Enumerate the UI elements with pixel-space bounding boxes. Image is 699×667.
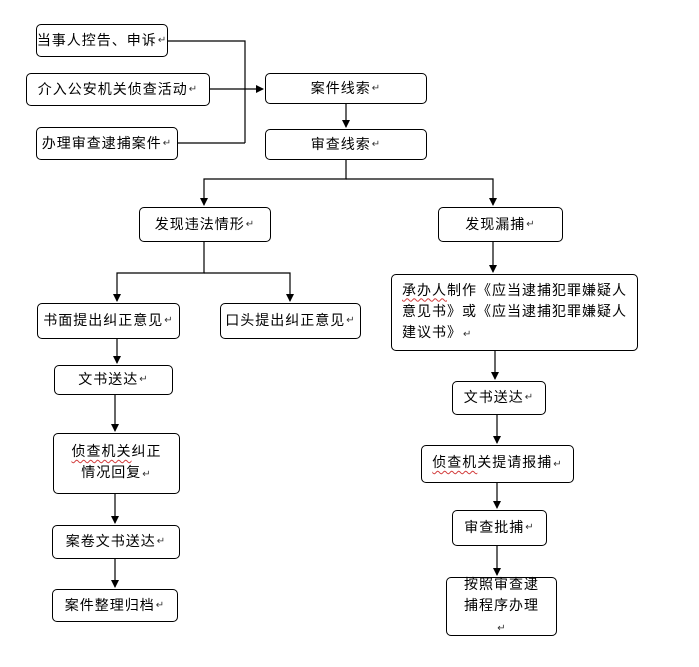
paragraph-mark: ↵ — [162, 137, 173, 149]
node-review-clue: 审查线索↵ — [265, 129, 427, 160]
paragraph-mark: ↵ — [164, 315, 174, 326]
node-doc-delivery-right: 文书送达↵ — [452, 381, 546, 415]
node-intervene-label: 介入公安机关侦查活动 — [37, 81, 188, 98]
paragraph-mark: ↵ — [497, 622, 507, 634]
paragraph-mark: ↵ — [156, 536, 167, 547]
paragraph-mark: ↵ — [553, 459, 563, 470]
connector-review-split — [200, 160, 347, 206]
connector-review-to-omission — [346, 178, 497, 206]
node-review-clue-label: 审查线索 — [310, 136, 371, 153]
node-oral-opinion: 口头提出纠正意见↵ — [220, 303, 361, 339]
node-written-opinion-label: 书面提出纠正意见 — [43, 313, 164, 329]
paragraph-mark: ↵ — [245, 218, 256, 230]
node-intervene: 介入公安机关侦查活动↵ — [26, 73, 210, 106]
paragraph-mark: ↵ — [525, 522, 535, 533]
node-file-delivery: 案卷文书送达↵ — [52, 525, 180, 559]
node-make-document-suffix: 制作《应当逮捕犯罪嫌疑人意见书》或《应当逮捕犯罪嫌疑人建议书》 — [402, 282, 627, 341]
node-reply-suffix: 纠正情况回复 — [81, 444, 162, 481]
node-doc-delivery-left: 文书送达↵ — [54, 365, 173, 395]
node-handle-case: 办理审查逮捕案件↵ — [36, 127, 178, 160]
node-found-omission-label: 发现漏捕 — [465, 216, 526, 233]
node-case-clue: 案件线索↵ — [265, 73, 427, 104]
paragraph-mark: ↵ — [463, 328, 473, 340]
node-case-clue-label: 案件线索 — [310, 80, 371, 97]
node-request-arrest: 侦查机关提请报捕↵ — [421, 445, 574, 483]
paragraph-mark: ↵ — [526, 218, 536, 230]
node-review-approve-label: 审查批捕 — [464, 520, 525, 536]
node-written-opinion: 书面提出纠正意见↵ — [37, 303, 180, 339]
paragraph-mark: ↵ — [188, 83, 199, 95]
node-follow-procedure-text: 按照审查逮捕程序办理 ↵ — [459, 575, 544, 639]
node-doc-delivery-left-label: 文书送达 — [78, 372, 139, 388]
node-archive-label: 案件整理归档 — [64, 597, 155, 614]
connector-violation-to-oral — [204, 272, 294, 302]
node-follow-procedure-label: 按照审查逮捕程序办理 — [464, 576, 539, 614]
node-reply-prefix: 侦查机关 — [71, 444, 132, 460]
paragraph-mark: ↵ — [155, 599, 166, 611]
paragraph-mark: ↵ — [139, 374, 149, 385]
node-archive: 案件整理归档↵ — [52, 589, 178, 622]
node-handle-case-label: 办理审查逮捕案件 — [41, 135, 162, 152]
node-make-document: 承办人制作《应当逮捕犯罪嫌疑人意见书》或《应当逮捕犯罪嫌疑人建议书》↵ — [391, 274, 638, 351]
paragraph-mark: ↵ — [346, 315, 356, 326]
node-complaint: 当事人控告、申诉↵ — [36, 24, 168, 57]
node-review-approve: 审查批捕↵ — [452, 510, 547, 546]
node-reply: 侦查机关纠正情况回复↵ — [53, 433, 180, 494]
node-doc-delivery-right-label: 文书送达 — [463, 390, 524, 406]
node-request-arrest-text: 侦查机关提请报捕↵ — [432, 453, 562, 475]
connector-violation-split — [113, 242, 205, 302]
node-complaint-label: 当事人控告、申诉 — [36, 32, 157, 49]
paragraph-mark: ↵ — [371, 138, 382, 150]
node-make-document-prefix: 承办人 — [402, 282, 447, 299]
paragraph-mark: ↵ — [157, 34, 168, 46]
node-file-delivery-label: 案卷文书送达 — [65, 534, 156, 550]
node-found-violation: 发现违法情形↵ — [139, 207, 271, 242]
node-reply-text: 侦查机关纠正情况回复↵ — [68, 442, 165, 485]
node-follow-procedure: 按照审查逮捕程序办理 ↵ — [446, 577, 557, 636]
paragraph-mark: ↵ — [524, 392, 535, 403]
paragraph-mark: ↵ — [371, 82, 382, 94]
node-request-arrest-suffix: 关提请报捕 — [477, 455, 553, 471]
paragraph-mark: ↵ — [142, 469, 152, 480]
node-found-omission: 发现漏捕↵ — [438, 207, 563, 242]
connector-complaint — [168, 40, 246, 143]
node-oral-opinion-label: 口头提出纠正意见 — [225, 313, 346, 329]
node-make-document-text: 承办人制作《应当逮捕犯罪嫌疑人意见书》或《应当逮捕犯罪嫌疑人建议书》↵ — [402, 281, 627, 345]
node-found-violation-label: 发现违法情形 — [154, 216, 245, 233]
node-request-arrest-prefix: 侦查机 — [432, 455, 478, 471]
